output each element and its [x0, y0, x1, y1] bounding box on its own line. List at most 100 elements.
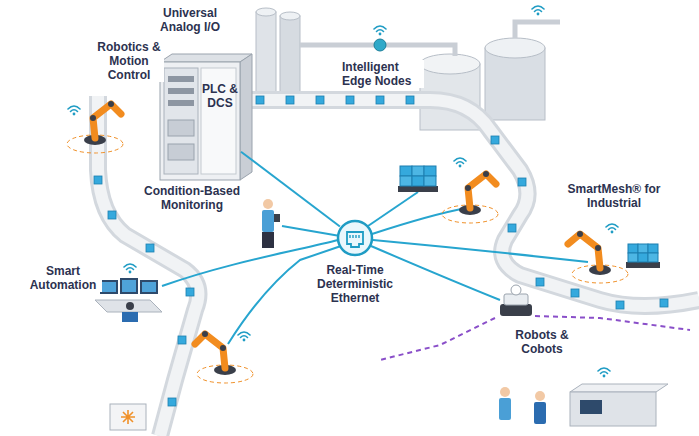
- pallet: [626, 262, 660, 268]
- section-label: Robotics & Motion Control: [94, 40, 164, 82]
- technician: [262, 210, 274, 232]
- packing-machine: [570, 392, 656, 426]
- network-cable: [241, 152, 340, 227]
- silos: [280, 12, 300, 20]
- process-pipe: [374, 39, 386, 51]
- product-boxes: [346, 96, 354, 104]
- robot-arm: [67, 101, 123, 153]
- packing-machine: [535, 391, 545, 401]
- product-boxes: [286, 96, 294, 104]
- robot-arm: [108, 101, 114, 107]
- network-cables: [368, 192, 418, 226]
- conveyor-belt: [98, 96, 198, 436]
- section-label: Intelligent Edge Nodes: [340, 60, 424, 88]
- robot-arm: [465, 185, 471, 191]
- product-boxes: [146, 244, 154, 252]
- conveyor-belt: [244, 100, 699, 306]
- robot-arm: [468, 174, 496, 208]
- product-boxes: [186, 288, 194, 296]
- packing-machine: [499, 398, 511, 420]
- silos: [256, 8, 276, 16]
- product-boxes: [660, 299, 668, 307]
- ethernet-icon: [350, 235, 359, 238]
- plc-cabinet-drawing: [168, 120, 194, 136]
- process-pipe: [515, 22, 560, 38]
- process-pipe: [374, 26, 386, 35]
- storage-tanks: [420, 54, 480, 74]
- plc-cabinet-drawing: [168, 88, 194, 94]
- robot-arm: [483, 171, 489, 177]
- silos: [256, 12, 276, 96]
- cabinet-label: PLC & DCS: [202, 82, 238, 110]
- plc-cabinet-drawing: [160, 62, 240, 180]
- shipping-box: [121, 410, 135, 424]
- pallet: [412, 166, 424, 176]
- product-boxes: [316, 96, 324, 104]
- section-label: Smart Automation: [24, 264, 102, 292]
- product-boxes: [178, 336, 186, 344]
- plc-cabinet-drawing: [168, 144, 194, 160]
- workstation: [122, 280, 136, 292]
- pallet: [398, 186, 438, 192]
- robot-arm: [568, 234, 600, 268]
- ethernet-icon: [336, 219, 374, 257]
- robot-arm: [454, 158, 466, 167]
- pallet: [638, 253, 648, 262]
- product-boxes: [508, 224, 516, 232]
- pallet: [424, 176, 436, 186]
- workstation: [140, 280, 158, 294]
- robot-arm: [195, 334, 225, 368]
- workstation: [124, 264, 136, 273]
- workstation: [142, 282, 156, 292]
- packing-machine: [598, 368, 610, 377]
- workstation: [122, 312, 138, 322]
- silos: [256, 8, 300, 96]
- packing-machine: [570, 384, 668, 392]
- ethernet-hub: Real-Time Deterministic Ethernet: [336, 219, 374, 257]
- workstation: [100, 280, 118, 294]
- mobile-cobot: [500, 304, 532, 316]
- section-label: Universal Analog I/O: [146, 6, 234, 34]
- storage-tanks: [485, 48, 545, 120]
- plc-cabinet-drawing: [160, 54, 252, 180]
- technician: [262, 232, 274, 248]
- workstation: [102, 282, 116, 292]
- robot-arm: [238, 332, 250, 341]
- shipping-box: [110, 404, 146, 430]
- pallet: [400, 166, 412, 176]
- packing-machine: [534, 402, 546, 424]
- robot-arm: [202, 331, 208, 337]
- product-boxes: [256, 96, 264, 104]
- plc-cabinet: PLC & DCS: [160, 62, 241, 180]
- pallet: [424, 166, 436, 176]
- product-boxes: [571, 289, 579, 297]
- process-pipe: [300, 6, 560, 56]
- network-cables: [373, 240, 588, 262]
- shipping-box: [110, 404, 146, 430]
- process-pipe: [532, 6, 544, 15]
- ethernet-icon: [338, 221, 372, 255]
- product-boxes: [491, 136, 499, 144]
- mobile-cobot: [380, 285, 690, 360]
- network-cables: [282, 226, 340, 236]
- robot-arm: [568, 224, 628, 283]
- robot-arm: [220, 345, 226, 351]
- robot-arm: [90, 115, 96, 121]
- technician: [263, 199, 273, 209]
- conveyor-belt: [244, 100, 699, 306]
- pallet: [648, 244, 658, 253]
- pallet: [412, 176, 424, 186]
- conveyor-belt: [98, 96, 699, 436]
- robot-arm: [195, 331, 253, 383]
- product-boxes: [536, 278, 544, 286]
- silos: [280, 16, 300, 96]
- mobile-cobot: [504, 294, 528, 305]
- section-label: SmartMesh® for Industrial: [560, 182, 668, 210]
- robot-arm: [606, 224, 618, 233]
- product-boxes: [616, 301, 624, 309]
- mobile-cobot: [511, 285, 521, 295]
- pallet: [648, 253, 658, 262]
- product-boxes: [376, 96, 384, 104]
- workstation: [95, 300, 162, 312]
- plc-cabinet-drawing: [160, 54, 252, 62]
